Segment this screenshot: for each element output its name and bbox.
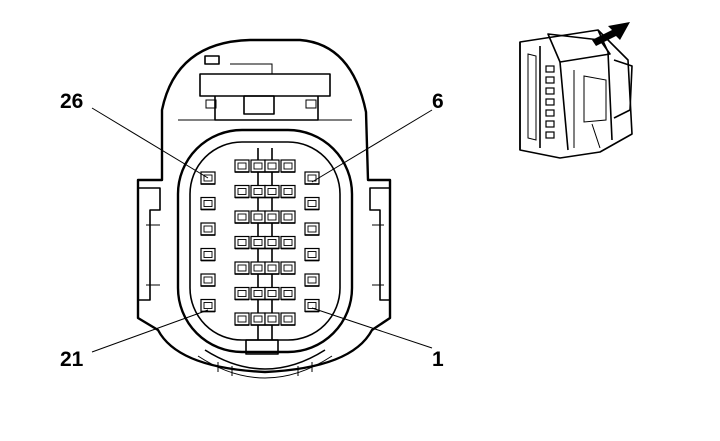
- iso-housing: [519, 29, 633, 159]
- terminal-cavity-inner: [280, 286, 296, 301]
- terminal-cavity-inner: [234, 159, 250, 173]
- connector-side-ears: [138, 187, 390, 301]
- terminal-cavity-outer: [304, 247, 320, 262]
- terminal-cavity-inner: [264, 312, 280, 326]
- pin-label-21: 21: [60, 348, 84, 371]
- connector-cavity-outer: [176, 128, 354, 354]
- terminal-cavity-inner: [280, 312, 296, 326]
- terminal-cavity-inner: [280, 159, 296, 173]
- connector-outer-housing: [136, 38, 392, 374]
- terminal-cavity-inner: [264, 235, 280, 250]
- leader-line-26: [91, 107, 209, 179]
- terminal-cavity-outer: [304, 171, 320, 185]
- side-ear-right: [369, 187, 390, 301]
- iso-terminal-pin: [545, 65, 555, 73]
- terminal-cavity-inner: [250, 159, 266, 173]
- terminal-cavity-inner: [280, 235, 296, 250]
- connector-isometric-view: [519, 22, 633, 159]
- latch-tab-left: [204, 55, 220, 65]
- pin-label-6: 6: [432, 90, 444, 113]
- connector-latch: [178, 55, 352, 121]
- leader-line-6: [311, 109, 433, 183]
- latch-body: [199, 73, 331, 97]
- terminal-cavity-inner: [264, 210, 280, 224]
- side-ear-left: [138, 187, 161, 301]
- terminal-cavity-inner: [250, 235, 266, 250]
- terminal-cavity-inner: [264, 286, 280, 301]
- terminal-cavity-outer: [304, 273, 320, 287]
- leader-line-21: [91, 309, 209, 353]
- pin-label-26: 26: [60, 90, 83, 113]
- terminal-cavity-inner: [280, 210, 296, 224]
- pin-label-1: 1: [432, 348, 444, 371]
- terminal-cavity-inner: [234, 235, 250, 250]
- iso-terminal-pin: [545, 131, 555, 139]
- latch-release-button: [243, 95, 275, 115]
- iso-terminal-pin: [545, 76, 555, 84]
- terminal-cavity-outer: [304, 298, 320, 313]
- arrow-icon: [592, 22, 630, 46]
- leader-line-1: [311, 307, 433, 349]
- iso-terminal-pin: [545, 120, 555, 128]
- leader-lines: [91, 107, 433, 353]
- terminal-cavity-inner: [250, 184, 266, 199]
- terminal-cavity-outer: [200, 273, 216, 287]
- terminal-cavity-outer: [200, 196, 216, 211]
- terminal-cavity-inner: [264, 184, 280, 199]
- terminal-cavity-inner: [264, 261, 280, 275]
- terminal-cavity-inner: [250, 210, 266, 224]
- terminal-cavity-inner: [234, 312, 250, 326]
- terminal-cavity-inner: [250, 261, 266, 275]
- terminal-pins: [200, 159, 320, 326]
- terminal-cavity-outer: [304, 222, 320, 236]
- terminal-cavity-inner: [280, 261, 296, 275]
- iso-terminal-pins: [545, 65, 555, 139]
- terminal-cavity-outer: [200, 247, 216, 262]
- terminal-cavity-outer: [200, 222, 216, 236]
- terminal-cavity-inner: [250, 286, 266, 301]
- iso-terminal-pin: [545, 98, 555, 106]
- terminal-cavity-inner: [264, 159, 280, 173]
- iso-terminal-pin: [545, 109, 555, 117]
- terminal-cavity-inner: [234, 261, 250, 275]
- terminal-cavity-outer: [304, 196, 320, 211]
- terminal-cavity-inner: [234, 210, 250, 224]
- terminal-cavity-inner: [234, 184, 250, 199]
- terminal-cavity-inner: [234, 286, 250, 301]
- connector-bottom-lip: [197, 339, 333, 379]
- terminal-cavity-inner: [250, 312, 266, 326]
- connector-face-view: 26 6 21 1: [60, 38, 444, 379]
- terminal-cavity-outer: [200, 298, 216, 313]
- terminal-cavity-inner: [280, 184, 296, 199]
- iso-terminal-pin: [545, 87, 555, 95]
